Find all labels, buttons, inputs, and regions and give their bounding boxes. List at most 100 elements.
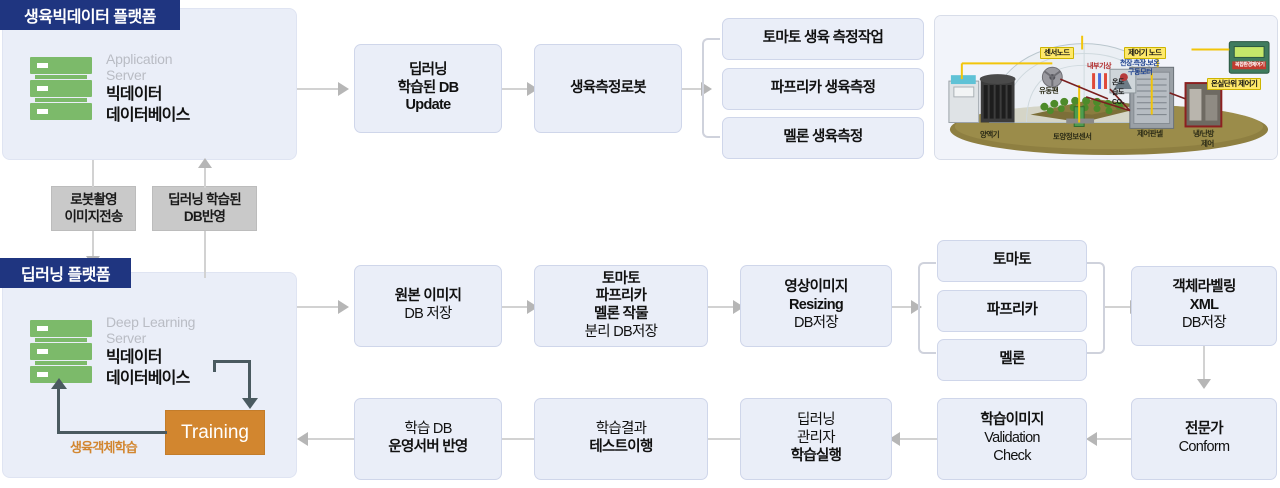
box-growth-robot[interactable]: 생육측정로봇 bbox=[534, 44, 682, 133]
box-expert-conform-line2: Conform bbox=[1178, 439, 1230, 455]
arrow-left-manager bbox=[889, 432, 900, 446]
server-rack-icon bbox=[30, 56, 92, 121]
bigdata-server-role-line2: Server bbox=[106, 66, 147, 83]
relation-label-robot-image-line2: 이미지전송 bbox=[64, 208, 123, 224]
training-loop-label: 생육객체학습 bbox=[70, 440, 138, 455]
box-tomato-measure-task[interactable]: 토마토 생육 측정작업 bbox=[722, 18, 924, 60]
box-deep-manager-train-line2: 관리자 bbox=[797, 430, 836, 447]
connector-traindb-to-deeplearning bbox=[308, 438, 354, 440]
arrow-left-deeplearning-panel bbox=[297, 432, 308, 446]
panel-tab-bigdata-platform: 생육빅데이터 플랫폼 bbox=[0, 0, 180, 30]
box-tomato-measure-task-label: 토마토 생육 측정작업 bbox=[762, 30, 884, 47]
connector-bigdata-to-deeplearning bbox=[92, 160, 94, 187]
box-expert-conform-line1: 전문가 bbox=[1185, 421, 1224, 438]
relation-label-robot-image-line1: 로봇촬영 bbox=[70, 192, 117, 208]
box-image-resizing-line2: Resizing bbox=[788, 297, 844, 314]
greenhouse-caption-circulation-fan: 유동팬 bbox=[1039, 86, 1059, 95]
connector-cropsplit-to-resizing bbox=[708, 306, 734, 308]
box-deep-manager-train-line3: 학습실행 bbox=[790, 447, 842, 464]
bigdata-server-role-line1: Application bbox=[106, 51, 173, 67]
connector-resizing-to-branch bbox=[892, 306, 912, 308]
box-paprika-measure[interactable]: 파프리카 생육측정 bbox=[722, 68, 924, 110]
box-original-image-db[interactable]: 원본 이미지 DB 저장 bbox=[354, 265, 502, 347]
training-loop-right-line bbox=[248, 360, 251, 400]
greenhouse-illustration bbox=[935, 16, 1277, 159]
training-loop-up-arrow bbox=[51, 378, 67, 389]
relation-label-robot-image: 로봇촬영 이미지전송 bbox=[51, 186, 136, 231]
relation-label-db-reflect-line1: 딥러닝 학습된 bbox=[168, 192, 241, 208]
box-train-image-validation-line1: 학습이미지 bbox=[980, 412, 1044, 429]
box-train-db-deploy[interactable]: 학습 DB 운영서버 반영 bbox=[354, 398, 502, 480]
connector-db-reflect-up bbox=[204, 168, 206, 188]
connector-robot-to-branch bbox=[682, 88, 702, 90]
box-crop-paprika[interactable]: 파프리카 bbox=[937, 290, 1087, 332]
greenhouse-tag-sensor-node: 센서노드 bbox=[1040, 47, 1074, 60]
bigdata-server-name-line2: 데이터베이스 bbox=[106, 107, 190, 125]
box-object-labeling-xml[interactable]: 객체라벨링 XML DB저장 bbox=[1131, 266, 1277, 346]
connector-bigdata-to-deepdbupdate bbox=[297, 88, 339, 90]
box-expert-conform[interactable]: 전문가 Conform bbox=[1131, 398, 1277, 480]
arrow-right-mid-branch bbox=[911, 300, 922, 314]
greenhouse-text-humidity: 습도 bbox=[1112, 89, 1125, 96]
box-original-image-db-line1: 원본 이미지 bbox=[394, 288, 462, 305]
box-melon-measure[interactable]: 멜론 생육측정 bbox=[722, 117, 924, 159]
box-deep-db-update-line2: 학습된 DB bbox=[397, 79, 459, 96]
connector-testresult-to-traindb bbox=[502, 438, 534, 440]
box-crop-split-db-line2: 파프리카 bbox=[595, 288, 647, 305]
relation-label-db-reflect-line2: DB반영 bbox=[183, 208, 226, 224]
training-loop-bottom-line bbox=[57, 431, 167, 434]
box-crop-split-db[interactable]: 토마토 파프리카 멜론 작물 분리 DB저장 bbox=[534, 265, 708, 347]
greenhouse-smartfarm-photo: 센서노드 제어기 노드 온실단위 제어기 내부기상 천장.측장.보온 구동모터 … bbox=[934, 15, 1278, 160]
deeplearning-server-row: Deep Learning Server 빅데이터 데이터베이스 bbox=[30, 314, 196, 388]
arrow-left-validation bbox=[1086, 432, 1097, 446]
greenhouse-caption-soil-sensor: 토양정보센서 bbox=[1053, 132, 1092, 141]
arrow-right-top-branch bbox=[701, 82, 712, 96]
box-growth-robot-label: 생육측정로봇 bbox=[570, 79, 647, 96]
box-object-labeling-xml-line2: XML bbox=[1189, 297, 1219, 314]
box-deep-manager-train-line1: 딥러닝 bbox=[797, 412, 836, 429]
box-image-resizing[interactable]: 영상이미지 Resizing DB저장 bbox=[740, 265, 892, 347]
deeplearning-server-text: Deep Learning Server 빅데이터 데이터베이스 bbox=[106, 314, 196, 388]
box-train-image-validation-line3: Check bbox=[993, 447, 1031, 464]
connector-branch-to-labeling bbox=[1105, 306, 1131, 308]
box-crop-melon[interactable]: 멜론 bbox=[937, 339, 1087, 381]
greenhouse-text-temperature: 온도 bbox=[1112, 79, 1125, 86]
box-train-db-deploy-line1: 학습 DB bbox=[404, 421, 452, 438]
bigdata-server-row: Application Server 빅데이터 데이터베이스 bbox=[30, 51, 190, 125]
box-train-result-test[interactable]: 학습결과 테스트이행 bbox=[534, 398, 708, 480]
deeplearning-server-role-line1: Deep Learning bbox=[106, 314, 196, 330]
box-deep-manager-train[interactable]: 딥러닝 관리자 학습실행 bbox=[740, 398, 892, 480]
box-crop-split-db-line3: 멜론 작물 bbox=[594, 306, 649, 322]
deeplearning-server-name-line2: 데이터베이스 bbox=[106, 370, 190, 388]
deeplearning-server-role-line2: Server bbox=[106, 329, 147, 346]
box-paprika-measure-label: 파프리카 생육측정 bbox=[770, 80, 876, 97]
greenhouse-caption-nutrient-supply: 양액기 bbox=[980, 130, 1000, 139]
connector-manager-to-testresult bbox=[708, 438, 740, 440]
arrow-right-original-image bbox=[338, 300, 349, 314]
box-object-labeling-xml-line3: DB저장 bbox=[1181, 314, 1227, 331]
box-deep-db-update[interactable]: 딥러닝 학습된 DB Update bbox=[354, 44, 502, 133]
training-loop-down-line bbox=[213, 360, 216, 372]
box-image-resizing-line1: 영상이미지 bbox=[784, 279, 848, 296]
server-rack-icon bbox=[30, 319, 92, 384]
greenhouse-text-drive-motor: 구동모터 bbox=[1128, 69, 1153, 76]
greenhouse-caption-control-panel: 제어판넬 bbox=[1137, 129, 1163, 138]
box-object-labeling-xml-line1: 객체라벨링 bbox=[1172, 279, 1236, 296]
panel-tab-deeplearning-platform: 딥러닝 플랫폼 bbox=[0, 258, 131, 288]
bigdata-server-name-line1: 빅데이터 bbox=[106, 86, 162, 104]
box-crop-tomato[interactable]: 토마토 bbox=[937, 240, 1087, 282]
box-deep-db-update-line1: 딥러닝 bbox=[409, 61, 448, 78]
box-crop-paprika-label: 파프리카 bbox=[986, 302, 1038, 319]
arrow-right-crop-split bbox=[527, 300, 538, 314]
training-loop-top-line bbox=[213, 360, 251, 363]
training-box[interactable]: Training bbox=[165, 410, 265, 455]
arrow-down-expert bbox=[1197, 379, 1211, 389]
bracket-top-branch bbox=[702, 38, 720, 138]
connector-robot-image-down bbox=[92, 231, 94, 258]
box-train-result-test-line1: 학습결과 bbox=[595, 421, 647, 438]
greenhouse-tag-greenhouse-controller: 온실단위 제어기 bbox=[1207, 78, 1262, 91]
greenhouse-text-internal-weather: 내부기상 bbox=[1087, 63, 1112, 70]
box-train-image-validation[interactable]: 학습이미지 Validation Check bbox=[937, 398, 1087, 480]
connector-validation-to-manager bbox=[900, 438, 937, 440]
connector-db-reflect-down bbox=[204, 231, 206, 278]
